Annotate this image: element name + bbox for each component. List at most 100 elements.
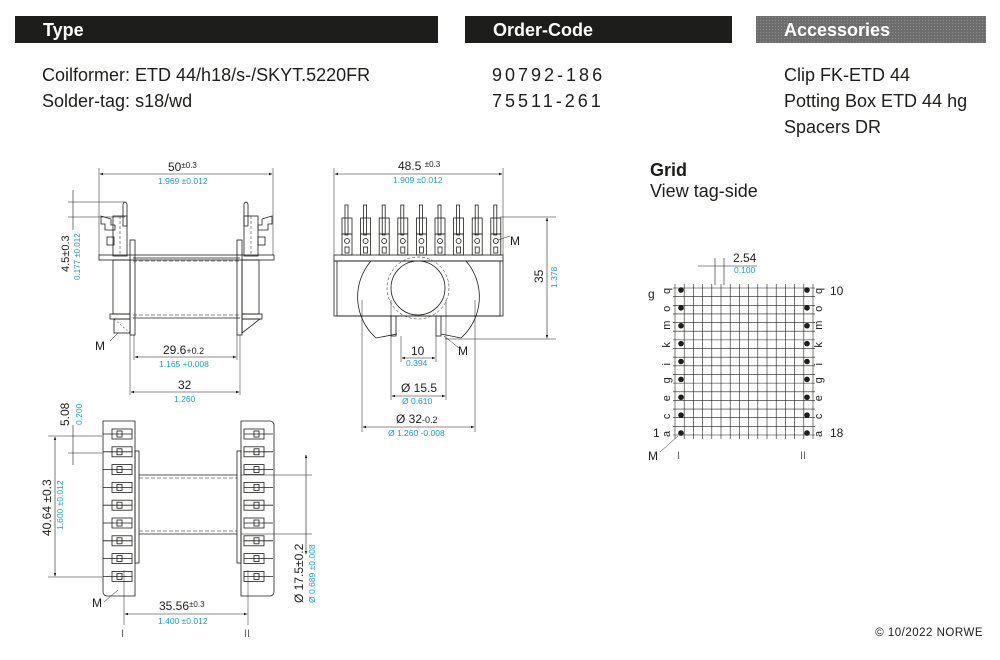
accessory-item: Spacers DR — [784, 117, 882, 137]
solder-pin — [471, 204, 483, 256]
bottom-span-mm: 40.64 ±0.3 — [40, 479, 54, 536]
type-row-solder-tag: Solder-tag: s18/wd — [42, 88, 192, 114]
solder-pin — [103, 446, 133, 458]
order-code-1: 90792-186 — [492, 65, 606, 85]
solder-pin — [103, 571, 133, 582]
grid-row-letter: c — [813, 413, 825, 419]
solder-pin — [103, 553, 133, 564]
pin-dot — [804, 376, 810, 383]
grid-heading: Grid View tag-side — [650, 160, 758, 202]
accessories-header: Accessories — [756, 16, 986, 43]
side-flange-in: 1.260 — [174, 394, 196, 404]
type-header: Type — [15, 16, 438, 43]
type-value: ETD 44/h18/s-/SKYT.5220FR — [135, 65, 371, 85]
marker-m: M — [510, 234, 520, 248]
front-bore-in: Ø 0.610 — [402, 396, 433, 406]
solder-pin — [103, 517, 133, 529]
front-slot-in: 0.394 — [406, 358, 428, 368]
grid-row-letter: q — [813, 288, 825, 294]
side-view-labels: 50±0.3 1.969 ±0.012 4.5±0.3 0.177 ±0.012… — [60, 160, 209, 404]
grid-title: Grid — [650, 160, 688, 180]
grid-marker-m: M — [648, 449, 658, 463]
side-width-in: 1.969 ±0.012 — [158, 176, 208, 186]
accessory-item: Potting Box ETD 44 hg — [784, 91, 968, 111]
front-view-labels: 48.5 ±0.3 1.909 ±0.012 35 1.378 10 0.394… — [388, 159, 559, 438]
grid-row-letter: q — [661, 288, 673, 294]
bottom-span-in: 1.600 ±0.012 — [55, 480, 65, 530]
front-slot-mm: 10 — [411, 344, 425, 358]
grid-dim — [698, 258, 757, 285]
solder-pin — [103, 428, 133, 440]
solder-pin — [243, 499, 273, 511]
pin-dot — [678, 376, 684, 383]
grid-left-top-num: g — [648, 287, 655, 301]
front-height-in: 1.378 — [549, 266, 559, 288]
solder-pin — [103, 464, 133, 476]
side-inner-in: 1.165 +0.008 — [159, 359, 209, 369]
accessories-header-label: Accessories — [784, 20, 891, 40]
pin-dot — [804, 322, 810, 329]
solder-pin — [415, 204, 427, 256]
side-tag-in: 0.177 ±0.012 — [73, 233, 82, 280]
bottom-pitch-mm: 5.08 — [58, 402, 72, 426]
type-header-label: Type — [43, 20, 84, 40]
bottom-pins — [103, 428, 273, 582]
side-view — [68, 168, 275, 395]
type-value: s18/wd — [135, 91, 193, 111]
grid-row-letter: o — [661, 306, 673, 312]
order-code-header: Order-Code — [465, 16, 732, 43]
grid-row-letter: k — [661, 342, 673, 348]
grid-pin-10: 10 — [830, 284, 844, 298]
solder-pin — [243, 535, 273, 547]
row-label-ii: II — [244, 628, 250, 640]
pin-dot — [804, 412, 810, 418]
solder-pin — [341, 204, 353, 256]
solder-pin — [243, 464, 273, 476]
pin-dot — [678, 394, 684, 401]
grid-row-letter: g — [661, 377, 673, 383]
front-width-mm: 48.5 ±0.3 — [398, 159, 441, 173]
type-label: Solder-tag: — [42, 91, 131, 111]
pin-dot — [678, 340, 684, 347]
grid-subtitle: View tag-side — [650, 181, 758, 201]
solder-pin — [243, 517, 273, 529]
solder-pin — [378, 204, 390, 256]
copyright: © 10/2022 NORWE — [875, 627, 983, 639]
front-height-mm: 35 — [532, 269, 546, 283]
grid-row-letter: m — [813, 321, 825, 330]
front-view — [333, 168, 556, 432]
grid-row-letter: o — [813, 306, 825, 312]
solder-pin — [103, 499, 133, 511]
bottom-dia-mm: Ø 17.5±0.2 — [292, 543, 306, 603]
side-flange-mm: 32 — [178, 378, 192, 392]
marker-m: M — [458, 344, 468, 358]
row-label-i: I — [121, 628, 124, 640]
solder-pin — [434, 204, 446, 256]
marker-m: M — [92, 596, 102, 610]
pin-dot — [678, 287, 684, 293]
grid-row-letter: e — [813, 395, 825, 401]
solder-pin — [243, 553, 273, 564]
pin-dot — [678, 412, 684, 418]
side-tag-mm: 4.5±0.3 — [60, 235, 72, 272]
pin-dot — [678, 322, 684, 329]
grid-row-letter: i — [661, 363, 673, 365]
bottom-pitch-in: 0.200 — [74, 403, 84, 425]
bottom-view-labels: 5.08 0.200 40.64 ±0.3 1.600 ±0.012 Ø 17.… — [40, 402, 317, 640]
pin-dot — [678, 305, 684, 311]
grid-row-ii: II — [800, 450, 806, 462]
bottom-row-mm: 35.56±0.3 — [159, 599, 205, 613]
front-outer-in: Ø 1.260 -0.008 — [388, 428, 445, 438]
pin-dot — [804, 340, 810, 347]
solder-pin — [490, 204, 502, 256]
grid-row-letter: k — [813, 342, 825, 348]
grid-pitch-in: 0.100 — [734, 265, 756, 275]
accessory-item: Clip FK-ETD 44 — [784, 65, 911, 85]
solder-pin — [243, 446, 273, 458]
solder-pin — [103, 481, 133, 493]
pin-dot — [804, 430, 810, 436]
solder-pin — [243, 571, 273, 582]
side-inner-mm: 29.6+0.2 — [163, 343, 204, 357]
pin-dot — [678, 430, 684, 436]
